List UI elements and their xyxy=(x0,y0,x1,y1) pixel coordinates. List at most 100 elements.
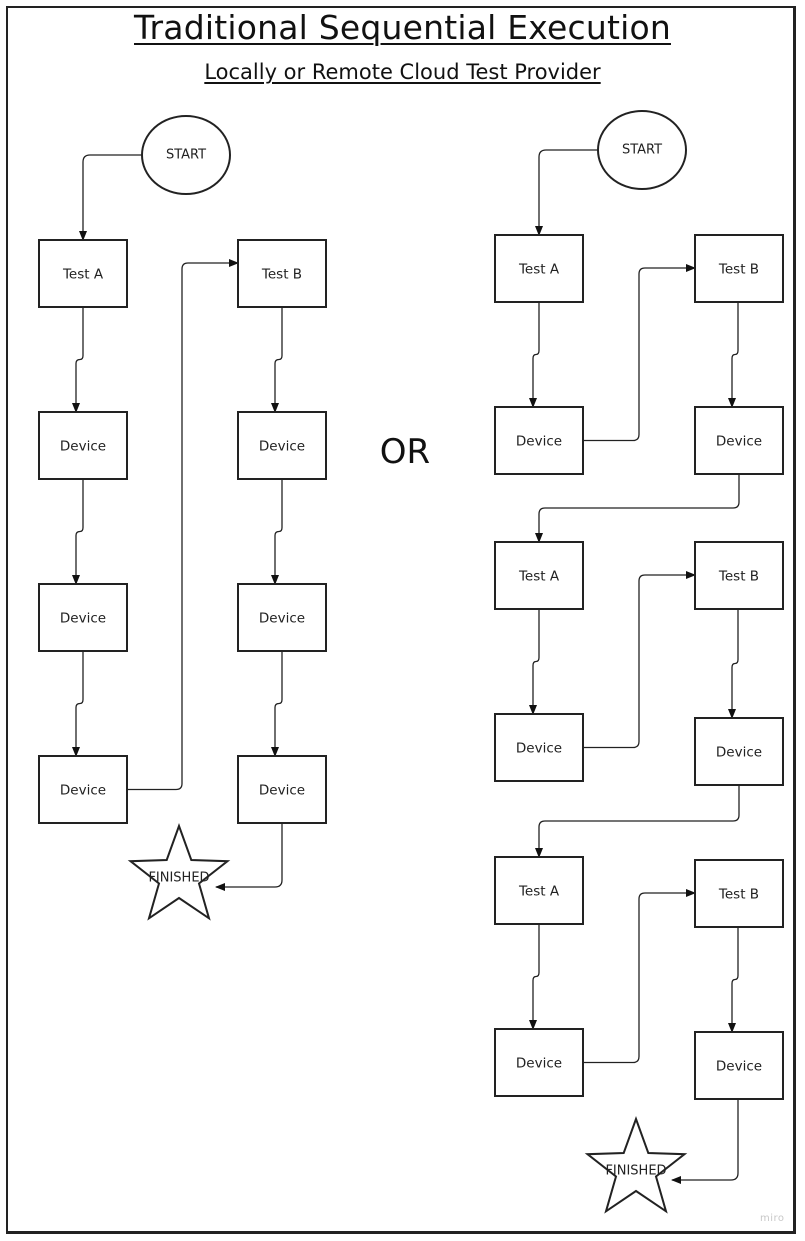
left-col2-device-2-node[interactable]: Device xyxy=(237,583,327,652)
left-col2-connector-2 xyxy=(271,479,283,585)
left-start-node-label: START xyxy=(166,148,206,163)
right-row2-test-b-node-label: Test B xyxy=(718,569,759,585)
right-row3-test-a-node[interactable]: Test A xyxy=(494,856,584,925)
right-row3-test-a-to-device-connector xyxy=(529,924,540,1030)
left-device-to-finished-connector xyxy=(215,823,283,891)
right-row2-test-a-node[interactable]: Test A xyxy=(494,541,584,610)
left-test-b-node-label: Test B xyxy=(261,267,302,283)
left-device-to-test-b-connector xyxy=(127,259,239,791)
right-row2-test-a-to-device-connector xyxy=(529,609,540,715)
left-col2-device-2-node-shape xyxy=(237,583,327,652)
connectors xyxy=(72,149,740,1184)
left-test-a-node-label: Test A xyxy=(62,267,104,283)
left-col2-device-1-node-label: Device xyxy=(259,439,305,455)
left-col1-device-2-node[interactable]: Device xyxy=(38,583,128,652)
right-row2-test-a-node-shape xyxy=(494,541,584,610)
diagram-subtitle: Locally or Remote Cloud Test Provider xyxy=(204,60,601,84)
left-test-a-node-shape xyxy=(38,239,128,308)
right-row2-device-to-test-b-connector xyxy=(583,571,696,749)
right-row1-test-b-node-shape xyxy=(694,234,784,303)
right-row1-test-a-node-label: Test A xyxy=(518,262,560,278)
right-row1-test-b-node[interactable]: Test B xyxy=(694,234,784,303)
right-row3-device-to-test-b-connector xyxy=(583,889,696,1064)
right-row1-test-a-to-device-connector xyxy=(529,302,540,408)
left-test-b-node-shape xyxy=(237,239,327,308)
left-start-node[interactable]: START xyxy=(141,115,231,195)
right-finished-node[interactable]: FINISHED xyxy=(584,1116,688,1214)
right-row3-test-b-node-shape xyxy=(694,859,784,928)
left-col1-device-1-node[interactable]: Device xyxy=(38,411,128,480)
left-col1-connector-3 xyxy=(72,651,84,757)
right-start-node-shape xyxy=(597,110,687,190)
left-col1-device-1-node-label: Device xyxy=(60,439,106,455)
miro-watermark: miro xyxy=(760,1213,785,1224)
right-row3-test-b-to-device-connector xyxy=(728,927,739,1033)
left-test-b-node[interactable]: Test B xyxy=(237,239,327,308)
right-row3-device-b-node-shape xyxy=(694,1031,784,1100)
right-row1-device-b-node[interactable]: Device xyxy=(694,406,784,475)
right-row1-test-a-node-shape xyxy=(494,234,584,303)
left-col2-device-1-node[interactable]: Device xyxy=(237,411,327,480)
right-row1-device-a-node[interactable]: Device xyxy=(494,406,584,475)
right-row1-test-b-node-label: Test B xyxy=(718,262,759,278)
left-col1-device-3-node[interactable]: Device xyxy=(38,755,128,824)
left-start-node-shape xyxy=(141,115,231,195)
right-row3-device-b-node-label: Device xyxy=(716,1059,762,1075)
right-row2-device-a-node[interactable]: Device xyxy=(494,713,584,782)
left-col1-device-3-node-shape xyxy=(38,755,128,824)
left-col2-device-1-node-shape xyxy=(237,411,327,480)
or-separator-label: OR xyxy=(379,432,431,472)
right-row3-device-a-node-label: Device xyxy=(516,1056,562,1072)
left-col1-connector-2 xyxy=(72,479,84,585)
left-col2-device-2-node-label: Device xyxy=(259,611,305,627)
left-finished-node[interactable]: FINISHED xyxy=(127,823,231,921)
left-col1-device-1-node-shape xyxy=(38,411,128,480)
left-col2-device-3-node[interactable]: Device xyxy=(237,755,327,824)
left-col2-device-3-node-shape xyxy=(237,755,327,824)
left-col2-connector-1 xyxy=(271,307,283,413)
diagram-frame xyxy=(6,6,796,1234)
right-row2-test-a-node-label: Test A xyxy=(518,569,560,585)
left-col1-device-2-node-shape xyxy=(38,583,128,652)
right-start-node-label: START xyxy=(622,143,662,158)
right-row2-device-a-node-label: Device xyxy=(516,741,562,757)
right-row1-device-to-test-b-connector xyxy=(583,264,696,442)
right-row2-device-b-node-label: Device xyxy=(716,745,762,761)
right-row2-device-b-node[interactable]: Device xyxy=(694,717,784,786)
left-test-a-node[interactable]: Test A xyxy=(38,239,128,308)
right-row2-device-b-node-shape xyxy=(694,717,784,786)
right-row3-test-b-node[interactable]: Test B xyxy=(694,859,784,928)
right-row1-device-b-node-label: Device xyxy=(716,434,762,450)
right-row2-test-b-node[interactable]: Test B xyxy=(694,541,784,610)
right-row2-test-b-node-shape xyxy=(694,541,784,610)
right-finished-node-shape xyxy=(584,1116,688,1214)
left-start-to-test-a-connector xyxy=(79,154,142,241)
right-start-node[interactable]: START xyxy=(597,110,687,190)
right-row3-device-a-node-shape xyxy=(494,1028,584,1097)
right-row1-device-a-node-label: Device xyxy=(516,434,562,450)
diagram-title: Traditional Sequential Execution xyxy=(134,8,671,47)
right-start-to-test-a-connector xyxy=(535,149,598,236)
right-row2-test-b-to-device-connector xyxy=(728,609,739,719)
left-col1-device-3-node-label: Device xyxy=(60,783,106,799)
left-finished-node-label: FINISHED xyxy=(148,871,209,886)
left-col1-connector-1 xyxy=(72,307,84,413)
left-finished-node-shape xyxy=(127,823,231,921)
right-row1-device-b-node-shape xyxy=(694,406,784,475)
right-row3-test-b-node-label: Test B xyxy=(718,887,759,903)
right-row3-test-a-node-label: Test A xyxy=(518,884,560,900)
right-row1-device-a-node-shape xyxy=(494,406,584,475)
right-row1-to-row2-connector xyxy=(535,474,740,543)
right-row1-test-a-node[interactable]: Test A xyxy=(494,234,584,303)
left-col2-connector-3 xyxy=(271,651,283,757)
right-row2-to-row3-connector xyxy=(535,785,740,858)
right-row1-test-b-to-device-connector xyxy=(728,302,739,408)
right-row3-test-a-node-shape xyxy=(494,856,584,925)
right-finished-node-label: FINISHED xyxy=(605,1164,666,1179)
right-row2-device-a-node-shape xyxy=(494,713,584,782)
right-device-to-finished-connector xyxy=(671,1099,739,1184)
right-row3-device-a-node[interactable]: Device xyxy=(494,1028,584,1097)
left-col1-device-2-node-label: Device xyxy=(60,611,106,627)
right-row3-device-b-node[interactable]: Device xyxy=(694,1031,784,1100)
